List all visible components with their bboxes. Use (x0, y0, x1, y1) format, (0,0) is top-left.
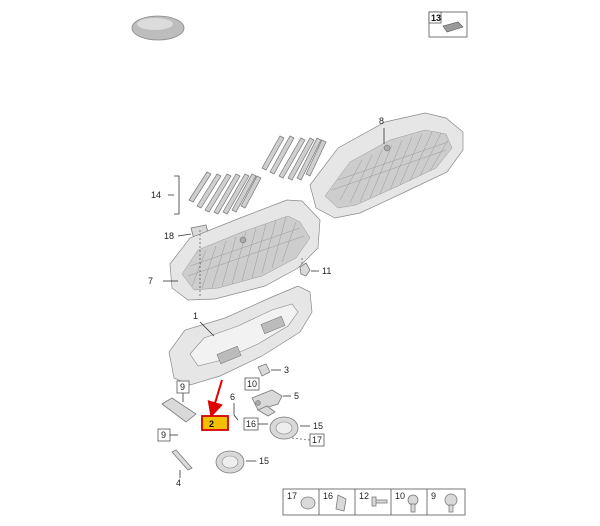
legend-label-16: 16 (323, 491, 333, 501)
part-15-emblem-lower[interactable]: 15 (215, 450, 269, 474)
part-7-grille[interactable]: 7 (148, 199, 321, 301)
callout-7: 7 (148, 276, 153, 286)
callout-10-box-upper[interactable]: 10 (244, 377, 260, 391)
callout-4: 4 (176, 478, 181, 488)
part-8-grille[interactable]: 8 (309, 112, 464, 219)
callout-15b: 15 (259, 456, 269, 466)
part-6-wire[interactable]: 6 (230, 392, 239, 421)
callout-2-highlight[interactable]: 2 (201, 379, 229, 431)
part-3-clip[interactable]: 3 (257, 363, 289, 377)
part-4-rod[interactable]: 4 (171, 449, 193, 488)
legend-item-16[interactable]: 16 (323, 491, 347, 512)
legend-label-17: 17 (287, 491, 297, 501)
callout-16: 16 (246, 419, 256, 429)
callout-11: 11 (322, 266, 331, 276)
callout-18: 18 (164, 231, 174, 241)
legend-label-9: 9 (431, 491, 436, 501)
fastener-legend-strip: 17 16 12 10 9 (282, 488, 466, 516)
callout-9-box-upper[interactable]: 9 (176, 380, 190, 402)
callout-5: 5 (294, 391, 299, 401)
callout-9a: 9 (180, 382, 185, 392)
callout-16-box[interactable]: 16 (243, 417, 268, 431)
callout-1: 1 (193, 311, 198, 321)
callout-9b: 9 (161, 430, 166, 440)
callout-9-box-lower[interactable]: 9 (157, 428, 178, 442)
part-13-box[interactable]: 13 (428, 11, 468, 38)
legend-label-10: 10 (395, 491, 405, 501)
callout-2: 2 (209, 419, 214, 429)
part-1-frame[interactable]: 1 (168, 285, 313, 386)
callout-13: 13 (431, 13, 441, 23)
legend-item-9[interactable]: 9 (431, 491, 458, 513)
callout-14: 14 (151, 190, 161, 200)
callout-17: 17 (312, 435, 322, 445)
callout-15a: 15 (313, 421, 323, 431)
legend-item-10[interactable]: 10 (395, 491, 419, 513)
legend-item-17[interactable]: 17 (287, 491, 316, 510)
callout-3: 3 (284, 365, 289, 375)
bracket-part[interactable] (161, 397, 197, 423)
part-15-emblem-upper[interactable]: 15 (269, 416, 323, 440)
accessory-part[interactable] (131, 15, 185, 41)
callout-10a: 10 (247, 379, 257, 389)
callout-6: 6 (230, 392, 235, 402)
legend-item-12[interactable]: 12 (359, 491, 388, 507)
callout-8: 8 (379, 116, 384, 126)
legend-label-12: 12 (359, 491, 369, 501)
callout-17-box[interactable]: 17 (291, 433, 325, 447)
part-14-slats[interactable]: 14 (151, 135, 327, 215)
part-11-clip[interactable]: 11 (299, 258, 331, 277)
part-5-bracket[interactable]: 5 (251, 389, 299, 417)
